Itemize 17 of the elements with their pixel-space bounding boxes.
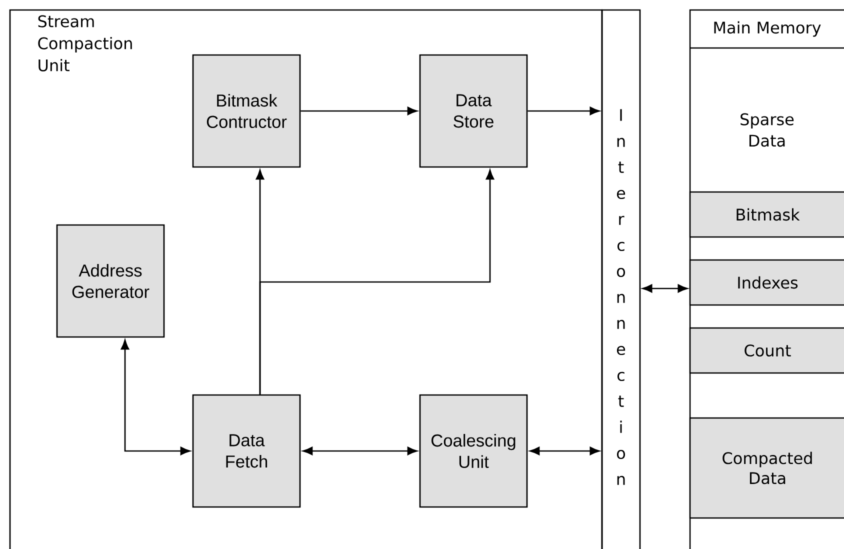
process-box: Bitmask Contructor [192, 54, 301, 168]
arrow [302, 446, 418, 456]
arrow [530, 446, 600, 456]
process-box: Address Generator [56, 224, 165, 338]
memory-block: Count [689, 327, 844, 374]
memory-block: Bitmask [689, 191, 844, 238]
memory-block: Compacted Data [689, 417, 844, 519]
interconnect-bus: I n t e r c o n n e c t i o n [601, 9, 641, 549]
arrow [528, 106, 600, 116]
process-box: Data Store [419, 54, 528, 168]
process-box: Data Fetch [192, 394, 301, 508]
arrow [259, 170, 494, 394]
arrow [642, 284, 688, 293]
arrow [300, 106, 418, 116]
arrow [120, 340, 190, 456]
process-box: Coalescing Unit [419, 394, 528, 508]
memory-block: Indexes [689, 259, 844, 306]
